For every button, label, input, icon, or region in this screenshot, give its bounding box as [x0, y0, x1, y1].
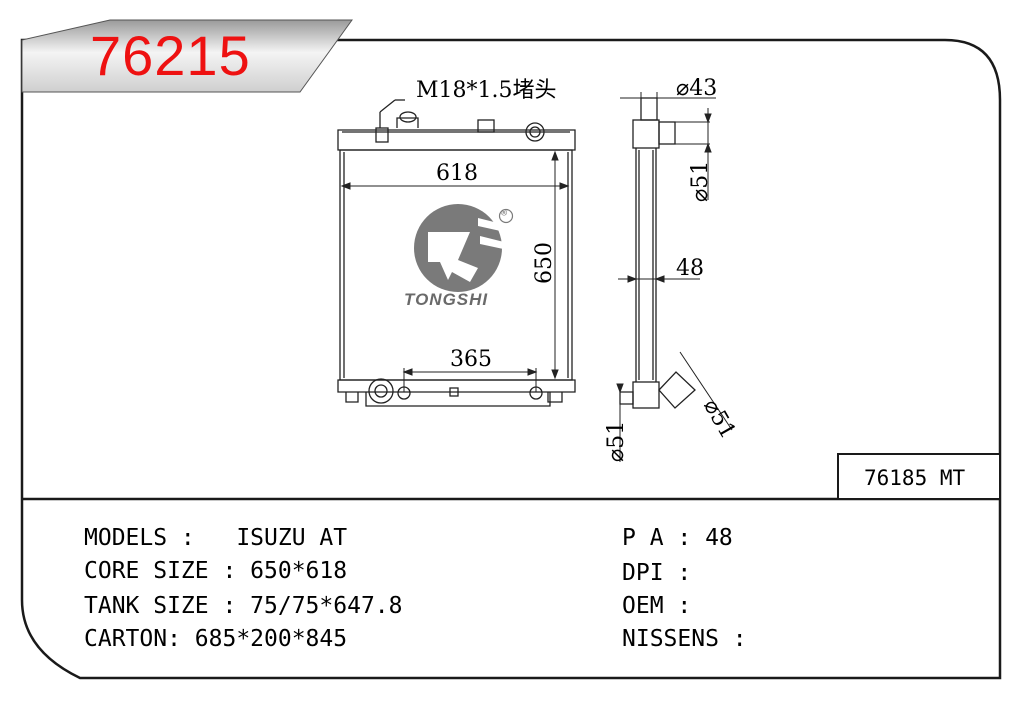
spec-oem: OEM : — [622, 593, 692, 619]
spacing-dimension: 365 — [450, 347, 492, 372]
lower-hose-diameter-left: ⌀51 — [604, 420, 629, 462]
tongshi-logo-icon — [414, 204, 514, 292]
front-dimension-lines — [340, 150, 570, 392]
spec-carton: CARTON: 685*200*845 — [84, 626, 348, 652]
title-banner — [21, 19, 353, 93]
spec-nissens: NISSENS : — [622, 626, 747, 652]
radiator-side-view — [619, 97, 696, 409]
spec-tank-size: TANK SIZE : 75/75*647.8 — [84, 593, 403, 619]
spec-dpi: DPI : — [622, 560, 692, 586]
outer-border — [20, 38, 1002, 680]
spec-core-size: CORE SIZE : 650*618 — [84, 558, 348, 584]
top-pipe-diameter: ⌀43 — [676, 76, 718, 101]
width-dimension: 618 — [436, 161, 478, 186]
spec-pa: P A : 48 — [622, 525, 733, 551]
registered-mark: ® — [501, 208, 508, 219]
logo-brand-text: TONGSHI — [404, 290, 489, 309]
spec-models: MODELS : ISUZU AT — [84, 525, 348, 551]
core-depth: 48 — [676, 256, 704, 281]
side-dimension-lines — [616, 92, 733, 462]
plug-label: M18*1.5堵头 — [416, 78, 557, 103]
height-dimension: 650 — [532, 242, 557, 284]
cross-reference-box — [837, 453, 1001, 500]
part-number: 76215 — [90, 24, 251, 87]
radiator-front-view — [337, 99, 576, 407]
cross-reference: 76185 MT — [864, 466, 966, 490]
upper-hose-diameter: ⌀51 — [688, 160, 713, 202]
